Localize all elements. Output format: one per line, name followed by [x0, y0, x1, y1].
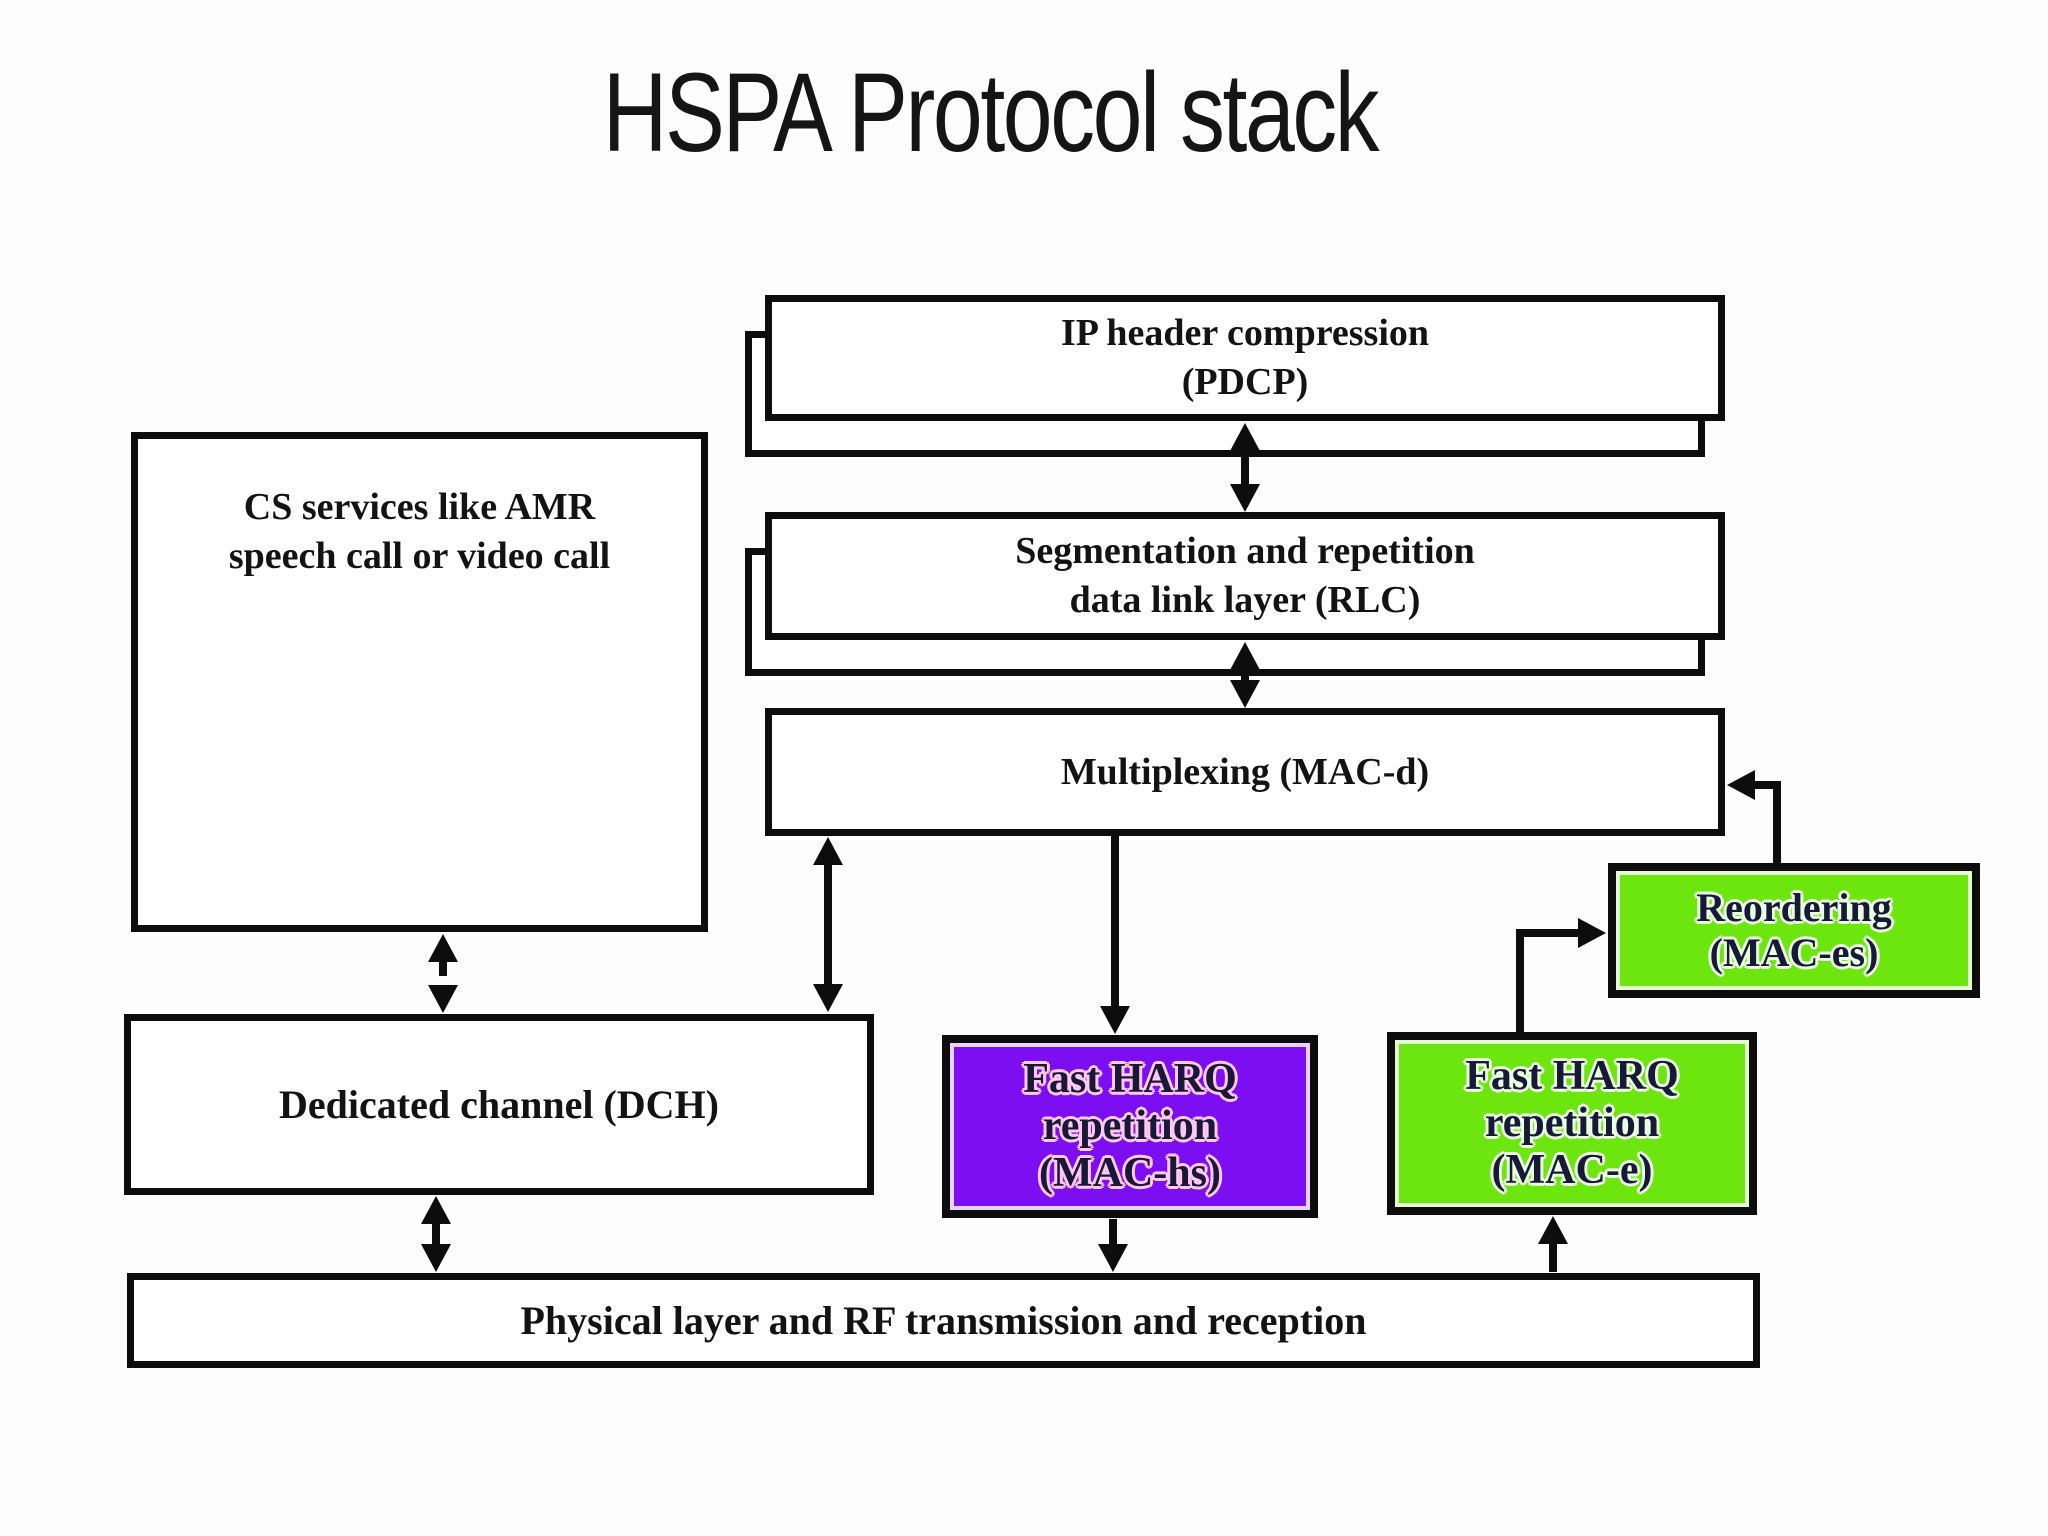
arrow-macd-machs-shaft: [1111, 836, 1119, 1008]
arrow-macd-dch-down-head-icon: [813, 984, 843, 1012]
box-cs-services: CS services like AMR speech call or vide…: [131, 432, 708, 932]
box-mac-es: Reordering (MAC-es): [1608, 863, 1980, 998]
arrow-pdcp-rlc-down-head-icon: [1230, 484, 1260, 512]
box-mac-e: Fast HARQ repetition (MAC-e): [1387, 1032, 1757, 1215]
arrow-maces-macd-vertical-shaft: [1773, 781, 1781, 863]
box-physical-layer: Physical layer and RF transmission and r…: [127, 1273, 1760, 1368]
box-rlc: Segmentation and repetition data link la…: [765, 512, 1725, 640]
arrow-pdcp-rlc-shaft: [1241, 443, 1249, 492]
arrow-cs-dch-shaft: [439, 954, 447, 976]
box-mac-hs-label: Fast HARQ repetition (MAC-hs): [1023, 1055, 1237, 1197]
box-mac-es-label: Reordering (MAC-es): [1696, 884, 1892, 975]
arrow-machs-phy-down-head-icon: [1098, 1244, 1128, 1272]
box-rlc-label: Segmentation and repetition data link la…: [1015, 530, 1475, 621]
arrow-mace-maces-horizontal-shaft: [1516, 929, 1580, 937]
arrow-maces-macd-horizontal-shaft: [1755, 781, 1781, 789]
box-pdcp: IP header compression (PDCP): [765, 295, 1725, 421]
box-mac-d: Multiplexing (MAC-d): [765, 708, 1725, 836]
arrow-dch-phy-shaft: [432, 1216, 440, 1248]
arrow-mace-maces-vertical-shaft: [1516, 929, 1524, 1032]
arrow-cs-dch-down-head-icon: [428, 985, 458, 1013]
arrow-mace-maces-right-head-icon: [1578, 918, 1606, 948]
arrow-macd-machs-down-head-icon: [1100, 1006, 1130, 1034]
arrow-rlc-macd-shaft: [1241, 660, 1249, 688]
arrow-maces-macd-left-head-icon: [1727, 770, 1755, 800]
box-physical-layer-label: Physical layer and RF transmission and r…: [520, 1297, 1367, 1343]
arrow-dch-phy-down-head-icon: [421, 1244, 451, 1272]
box-pdcp-label: IP header compression (PDCP): [1060, 312, 1430, 403]
box-mac-d-label: Multiplexing (MAC-d): [1060, 750, 1430, 793]
page-title: HSPA Protocol stack: [602, 50, 1380, 175]
arrow-machs-phy-shaft: [1109, 1219, 1117, 1247]
box-mac-hs: Fast HARQ repetition (MAC-hs): [942, 1035, 1318, 1218]
box-cs-services-label: CS services like AMR speech call or vide…: [228, 486, 611, 577]
box-dch: Dedicated channel (DCH): [124, 1014, 874, 1195]
box-mac-e-label: Fast HARQ repetition (MAC-e): [1465, 1052, 1679, 1194]
arrow-phy-mace-shaft: [1549, 1238, 1557, 1272]
box-dch-label: Dedicated channel (DCH): [279, 1081, 719, 1127]
arrow-rlc-macd-down-head-icon: [1230, 680, 1260, 708]
arrow-macd-dch-shaft: [824, 857, 832, 987]
